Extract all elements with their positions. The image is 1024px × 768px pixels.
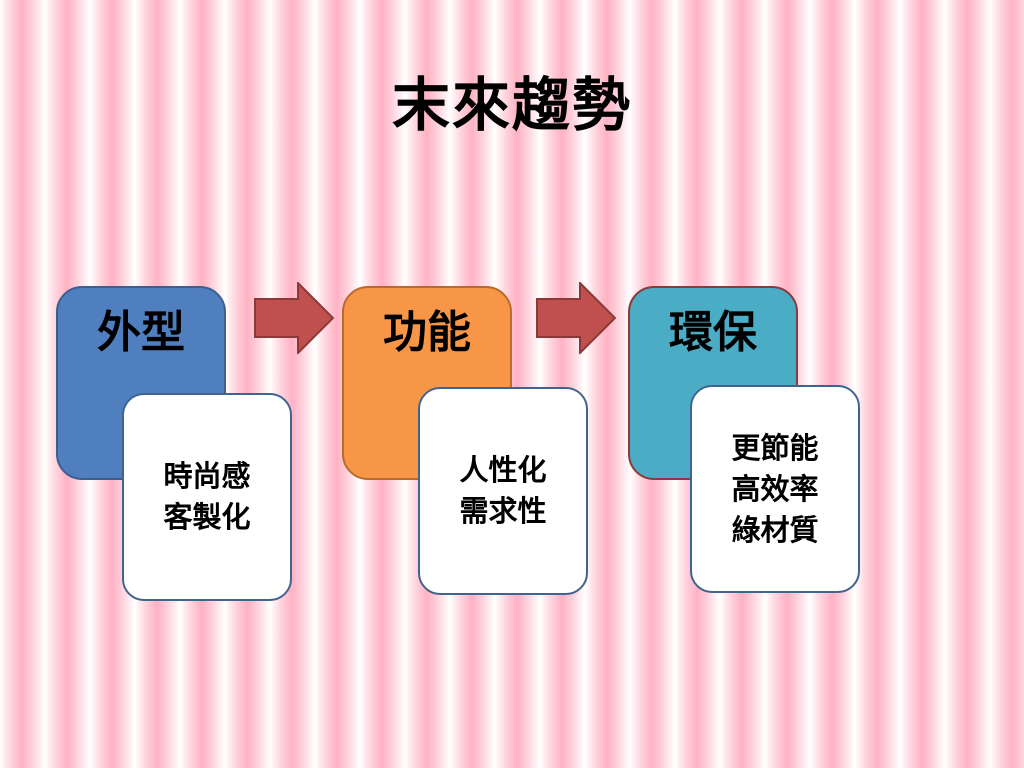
detail-line: 綠材質 <box>731 512 819 547</box>
detail-line: 更節能 <box>731 430 819 465</box>
detail-line: 人性化 <box>459 453 547 487</box>
slide-title: 末來趨勢 <box>391 71 632 139</box>
right-arrow-icon <box>536 282 616 354</box>
stage-detail-function: 人性化 需求性 <box>418 387 588 595</box>
detail-line: 高效率 <box>731 471 819 506</box>
stage-detail-eco: 更節能 高效率 綠材質 <box>690 385 860 593</box>
right-arrow-icon <box>254 282 334 354</box>
stage-heading: 功能 <box>383 307 471 358</box>
detail-line: 客製化 <box>163 500 251 534</box>
stage-heading: 外型 <box>97 307 185 358</box>
stage-heading: 環保 <box>669 307 757 358</box>
detail-line: 需求性 <box>459 494 547 528</box>
detail-line: 時尚感 <box>163 459 251 493</box>
stage-detail-appearance: 時尚感 客製化 <box>122 393 292 601</box>
